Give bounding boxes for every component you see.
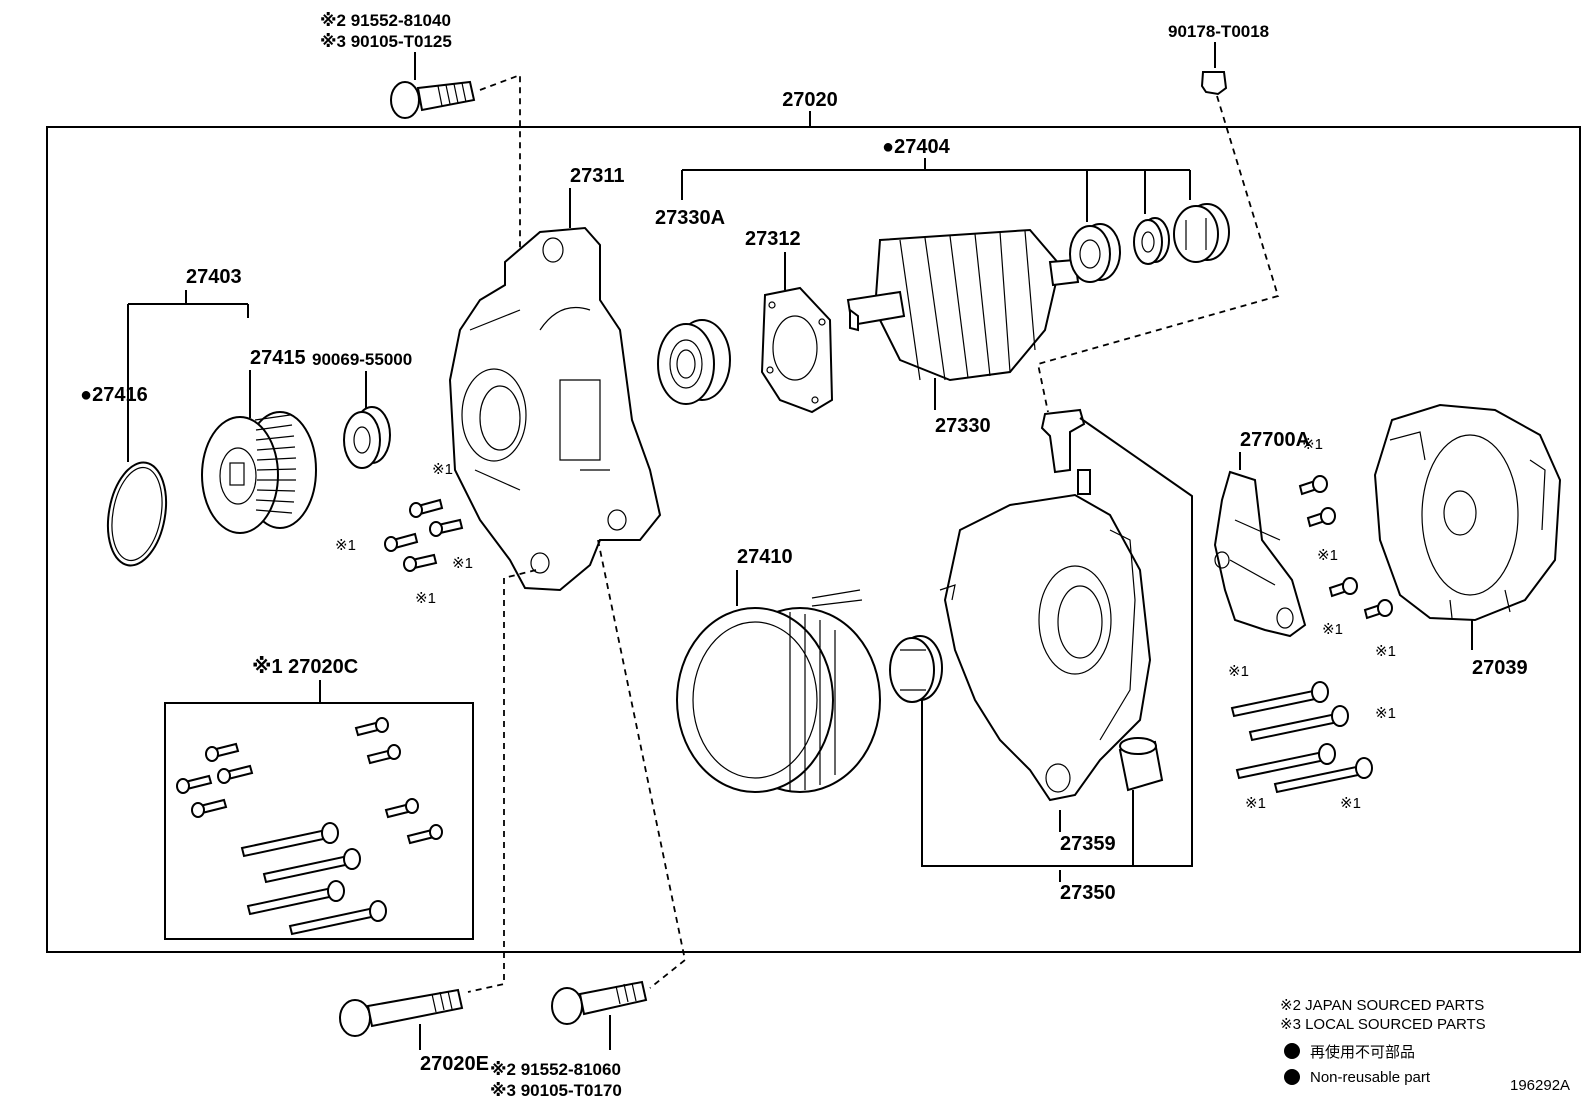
bolt-bottom — [551, 980, 648, 1025]
mark-1-h: ※1 — [1375, 643, 1396, 660]
rotor — [846, 228, 1080, 382]
mark-1-a: ※1 — [432, 461, 453, 478]
label-bolt-bottom-jp: ※2 91552-81060 — [490, 1060, 621, 1079]
label-rear-cover: 27039 — [1472, 657, 1528, 679]
legend-note-2: ※2 JAPAN SOURCED PARTS — [1280, 997, 1484, 1014]
o-ring — [106, 461, 168, 567]
mark-1-g: ※1 — [1322, 621, 1343, 638]
stator — [676, 589, 881, 793]
label-bolt-top-jp: ※2 91552-81040 — [320, 11, 451, 30]
non-reusable-dot-en — [1284, 1069, 1300, 1085]
bolt-top — [390, 80, 476, 119]
label-nut-top: 90178-T0018 — [1168, 22, 1269, 41]
label-o-ring: ●27416 — [80, 384, 148, 406]
through-bolt — [339, 988, 464, 1037]
nut-top — [1200, 71, 1228, 96]
rectifier-end-frame — [939, 493, 1152, 802]
mark-1-e: ※1 — [1302, 436, 1323, 453]
legend-non-reusable-jp: 再使用不可部品 — [1310, 1044, 1415, 1061]
label-through-bolt: 27020E — [420, 1053, 489, 1075]
label-bolt-top-local: ※3 90105-T0125 — [320, 32, 452, 51]
label-drive-frame: 27311 — [570, 165, 625, 187]
mark-1-j: ※1 — [1375, 705, 1396, 722]
figure-id: 196292A — [1510, 1077, 1570, 1094]
mark-1-l: ※1 — [1340, 795, 1361, 812]
mark-1-d: ※1 — [415, 590, 436, 607]
label-retainer: 27312 — [745, 228, 801, 250]
bearing-holder — [889, 635, 943, 703]
label-bolt-bottom-local: ※3 90105-T0170 — [490, 1081, 622, 1099]
non-reusable-dot-jp — [1284, 1043, 1300, 1059]
mark-1-c: ※1 — [452, 555, 473, 572]
bolt-kit-contents — [176, 717, 443, 936]
washer — [343, 406, 391, 469]
mark-1-f: ※1 — [1317, 547, 1338, 564]
legend: ※2 JAPAN SOURCED PARTS ※3 LOCAL SOURCED … — [1280, 997, 1486, 1086]
label-regulator: 27700A — [1240, 429, 1310, 451]
terminal-insulator — [1118, 737, 1164, 792]
mark-1-k: ※1 — [1245, 795, 1266, 812]
label-rotor-group: ●27404 — [882, 136, 951, 158]
label-rotor: 27330 — [935, 415, 991, 437]
mark-1-b: ※1 — [335, 537, 356, 554]
label-pulley-group: 27403 — [186, 266, 242, 288]
bearing-front — [657, 319, 731, 405]
long-bolts-right — [1230, 681, 1373, 794]
assembly-frame — [46, 126, 1581, 953]
label-bearing-front: 27330A — [655, 207, 725, 229]
label-stator: 27410 — [737, 546, 793, 568]
retainer-plate — [760, 286, 834, 414]
label-rectifier-end-frame: 27350 — [1060, 882, 1116, 904]
mark-1-i: ※1 — [1228, 663, 1249, 680]
pulley — [201, 411, 317, 534]
label-washer: 90069-55000 — [312, 350, 412, 369]
legend-note-3: ※3 LOCAL SOURCED PARTS — [1280, 1016, 1486, 1033]
bearing-cover — [1173, 203, 1230, 263]
bearing-rear — [1069, 223, 1121, 283]
plug-terminal — [1040, 408, 1091, 495]
voltage-regulator — [1213, 470, 1307, 638]
drive-end-frame — [448, 226, 662, 592]
label-assembly: 27020 — [782, 89, 838, 111]
bolt-kit-frame — [164, 702, 474, 940]
label-bolt-kit: ※1 27020C — [252, 656, 358, 678]
label-pulley: 27415 — [250, 347, 306, 369]
regulator-screws — [1298, 475, 1393, 620]
screw-set-small — [384, 498, 464, 572]
spacer-ring — [1133, 217, 1170, 265]
rear-cover — [1373, 403, 1562, 622]
legend-non-reusable-en: Non-reusable part — [1310, 1069, 1431, 1086]
label-bearing-holder: 27359 — [1060, 833, 1116, 855]
